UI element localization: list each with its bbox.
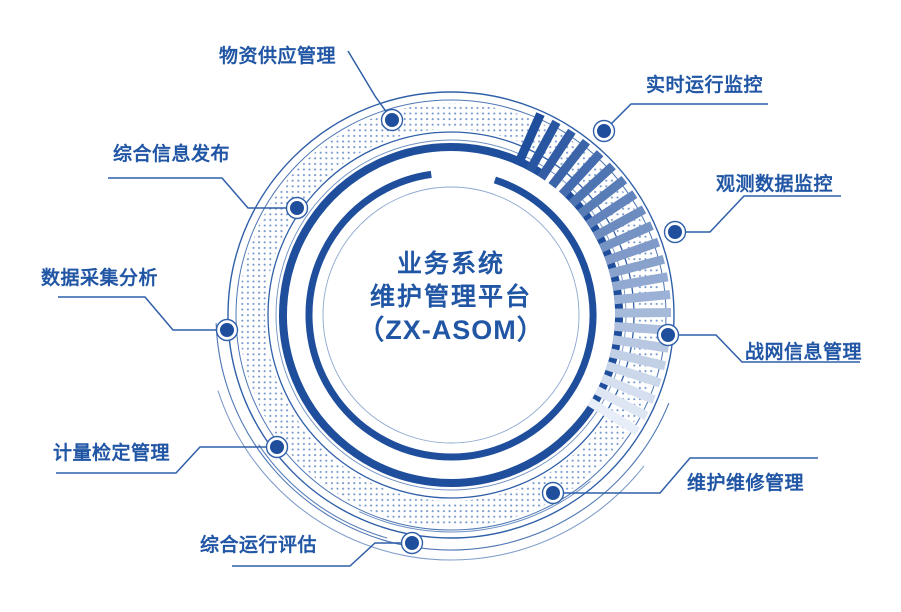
- label-shuju[interactable]: 数据采集分析: [41, 268, 159, 289]
- leader-line-wuzi: [347, 50, 393, 121]
- node-zonghex[interactable]: [285, 196, 309, 220]
- label-wuzi[interactable]: 物资供应管理: [219, 46, 337, 67]
- node-zhanwang[interactable]: [656, 323, 680, 347]
- radial-tick-marks: [513, 112, 672, 436]
- label-zonghex[interactable]: 综合信息发布: [113, 144, 231, 165]
- connector-nodes: [215, 108, 687, 555]
- center-title-line3: （ZX-ASOM）: [357, 315, 545, 345]
- leader-line-guance: [675, 195, 841, 233]
- node-shuju[interactable]: [215, 318, 239, 342]
- center-title-line2: 维护管理平台: [369, 282, 532, 311]
- label-weihu[interactable]: 维护维修管理: [687, 473, 805, 494]
- leader-line-zhanwang: [668, 334, 860, 363]
- center-title-line1: 业务系统: [396, 250, 505, 278]
- label-zonghey[interactable]: 综合运行评估: [200, 535, 318, 556]
- label-jiliang[interactable]: 计量检定管理: [53, 443, 171, 464]
- leader-line-shuju: [58, 296, 227, 331]
- node-jiliang[interactable]: [265, 435, 289, 459]
- node-wuzi[interactable]: [380, 108, 404, 132]
- leader-line-weihu: [553, 457, 818, 494]
- leader-line-shishi: [603, 103, 768, 132]
- node-zonghey[interactable]: [400, 531, 424, 555]
- label-zhanwang[interactable]: 战网信息管理: [745, 342, 863, 363]
- leader-line-zonghex: [108, 177, 297, 209]
- label-guance[interactable]: 观测数据监控: [716, 174, 834, 195]
- node-guance[interactable]: [663, 220, 687, 244]
- leader-line-zonghey: [232, 542, 412, 567]
- node-weihu[interactable]: [541, 481, 565, 505]
- center-title: 业务系统 维护管理平台 （ZX-ASOM）: [301, 248, 601, 348]
- label-shishi[interactable]: 实时运行监控: [646, 75, 764, 96]
- leader-line-jiliang: [56, 446, 277, 474]
- node-shishi[interactable]: [592, 119, 616, 143]
